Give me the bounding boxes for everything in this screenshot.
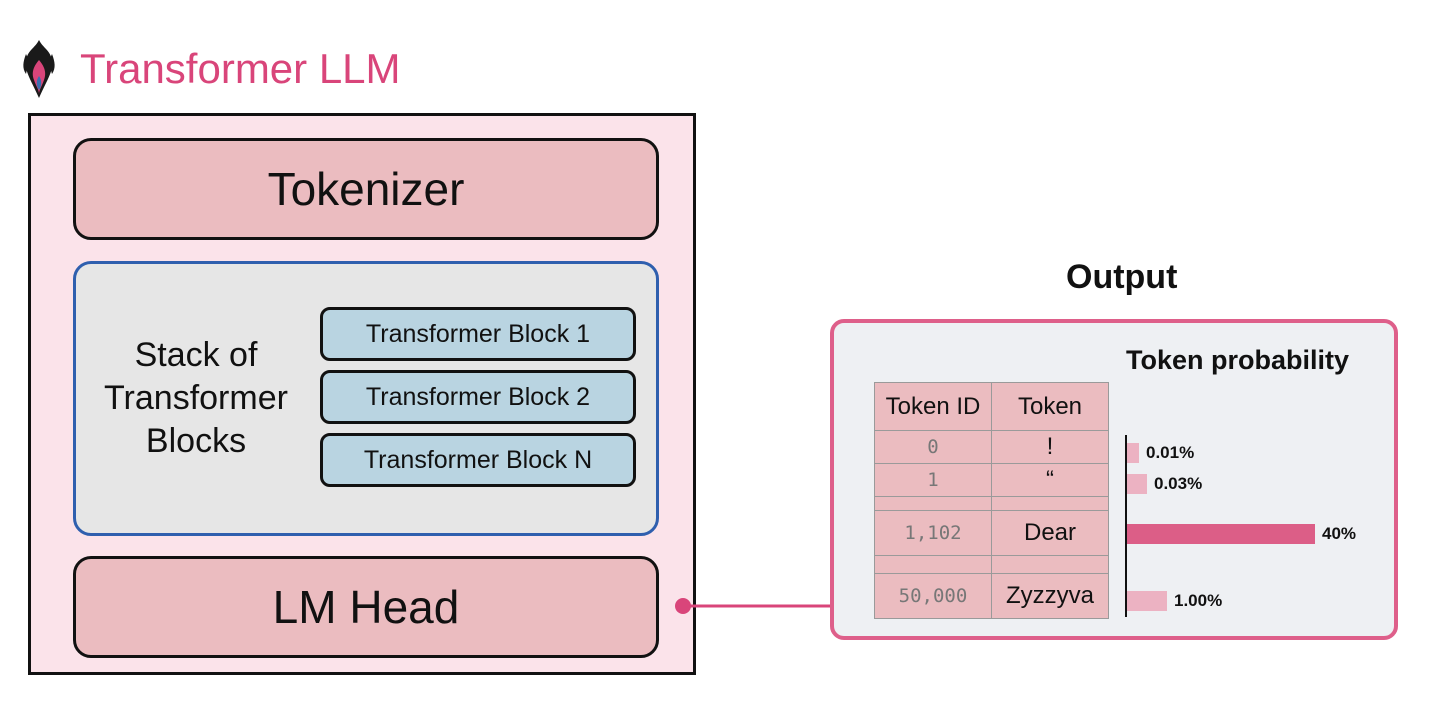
probability-bar (1127, 474, 1147, 494)
probability-label: 1.00% (1174, 591, 1223, 610)
probability-bar (1127, 524, 1315, 544)
probability-label: 0.01% (1146, 443, 1195, 462)
probability-bar (1127, 591, 1167, 611)
table-row: 50,000 Zyzzyva (874, 573, 1109, 619)
token-probability-title: Token probability (1126, 345, 1350, 375)
token-cell: Zyzzyva (991, 573, 1109, 619)
table-row: 1 “ (874, 463, 1109, 497)
transformer-stack-box: Stack of Transformer Blocks Transformer … (73, 261, 659, 536)
probability-axis (1125, 435, 1127, 617)
transformer-block-n: Transformer Block N (320, 433, 636, 487)
token-cell: ! (991, 430, 1109, 464)
probability-label: 40% (1322, 524, 1357, 543)
table-row: 1,102 Dear (874, 510, 1109, 556)
flame-logo-icon (23, 40, 55, 98)
table-row: 0 ! (874, 430, 1109, 464)
tokenizer-box: Tokenizer (73, 138, 659, 240)
gap-cell (874, 555, 992, 574)
token-table: Token ID Token 0 ! 1 “ 1,102 Dear 50,000… (874, 382, 1109, 619)
token-cell: Dear (991, 510, 1109, 556)
stack-label-line: Blocks (145, 422, 247, 460)
probability-bar (1127, 443, 1139, 463)
token-id-cell: 50,000 (874, 573, 992, 619)
stack-label-line: Stack of (134, 336, 258, 374)
transformer-llm-box: Tokenizer Stack of Transformer Blocks Tr… (28, 113, 696, 675)
token-id-cell: 1 (874, 463, 992, 497)
transformer-block-2: Transformer Block 2 (320, 370, 636, 424)
probability-label: 0.03% (1154, 474, 1203, 493)
lm-head-box: LM Head (73, 556, 659, 658)
token-cell: “ (991, 463, 1109, 497)
gap-cell (991, 496, 1109, 511)
output-title: Output (1066, 258, 1178, 296)
transformer-block-1: Transformer Block 1 (320, 307, 636, 361)
header-token: Token (991, 382, 1109, 431)
stack-label: Stack of Transformer Blocks (86, 334, 306, 463)
stack-label-line: Transformer (104, 379, 288, 417)
gap-cell (991, 555, 1109, 574)
token-id-cell: 0 (874, 430, 992, 464)
table-gap-row (874, 496, 1109, 511)
header-token-id: Token ID (874, 382, 992, 431)
table-header-row: Token ID Token (874, 382, 1109, 431)
token-id-cell: 1,102 (874, 510, 992, 556)
output-box: Token probability Token ID Token 0 ! 1 “… (830, 319, 1398, 640)
table-gap-row (874, 555, 1109, 574)
page-title: Transformer LLM (80, 45, 401, 92)
gap-cell (874, 496, 992, 511)
